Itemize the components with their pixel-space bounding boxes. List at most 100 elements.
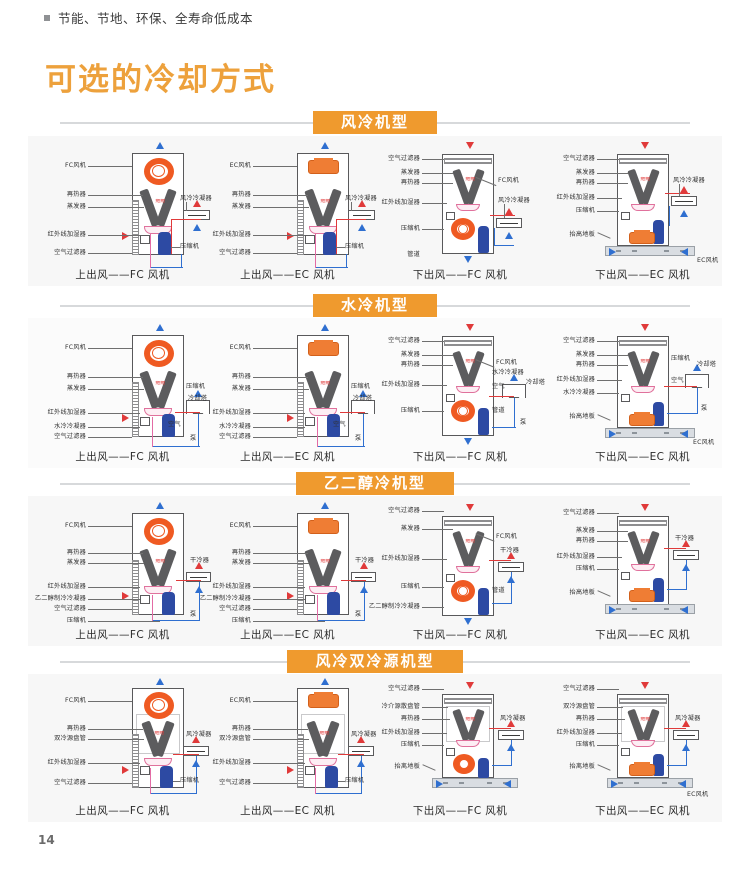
diagram-wc-top-fc: ≋≋ FC风机 再热器 蒸发器 红外线加湿器 水冷冷凝器 空气过滤器 压缩机 冷… (40, 322, 210, 464)
ec-fan-icon (629, 588, 655, 602)
fc-fan-icon (451, 400, 475, 422)
label-reheater: 再热器 (66, 373, 86, 380)
condensate-pan (456, 566, 480, 573)
air-filter-panel (132, 200, 139, 255)
diagram-gc-bot-ec: ≋≋ 空气过滤器 蒸发器 再热器 红外线加湿器 压缩机 抬高地板 干冷器 下出风… (545, 500, 740, 642)
label-air-filter: 空气过滤器 (563, 685, 595, 692)
label-compressor: 压缩机 (66, 617, 86, 624)
label-ir-humidifier: 红外线加湿器 (556, 729, 595, 736)
label-air-filter: 空气过滤器 (563, 509, 595, 516)
fc-fan-icon (144, 158, 174, 185)
floor-air-arrow-icon (679, 780, 686, 788)
diagram-wc-top-ec: ≋≋ EC风机 再热器 蒸发器 红外线加湿器 水冷冷凝器 空气过滤器 压缩机 冷… (205, 322, 375, 464)
return-air-arrow-icon (466, 324, 474, 331)
condenser-in-arrow-icon (507, 720, 515, 727)
label-ir-humidifier: 红外线加湿器 (556, 553, 595, 560)
label-reheater: 再热器 (400, 179, 420, 186)
label-reheater: 再热器 (400, 715, 420, 722)
ir-humidifier-box (305, 235, 315, 244)
label-ir-humidifier: 红外线加湿器 (556, 194, 595, 201)
label-raised-floor: 抬离地板 (394, 763, 420, 770)
caption-wc-bot-ec: 下出风——EC 风机 (595, 451, 690, 463)
label-air: 空气 (168, 421, 181, 428)
section-title-glycol: 乙二醇冷机型 (295, 471, 454, 496)
diagram-ad-bot-fc: ≋≋ 空气过滤器 冷介源散盘管 再热器 红外线加湿器 压缩机 抬离地板 风冷凝器… (370, 678, 550, 818)
condensate-pan (144, 758, 172, 766)
label-reheater: 再热器 (231, 725, 251, 732)
fc-fan-icon (144, 692, 174, 719)
label-evaporator: 蒸发器 (231, 385, 251, 392)
label-glycol-condenser: 乙二醇制冷冷凝器 (34, 595, 86, 602)
diagram-ad-bot-ec: ≋≋ 空气过滤器 双冷源盘管 再热器 红外线加湿器 压缩机 抬离地板 风冷凝器 … (545, 678, 740, 818)
label-cooling-tower: 冷却塔 (353, 395, 373, 402)
return-air-arrow-icon (641, 682, 649, 689)
liquid-line-pipe (181, 254, 183, 268)
fan-hub-icon (459, 759, 469, 769)
supply-air-arrow-icon (321, 678, 329, 685)
section-title-dual: 风冷双冷源机型 (287, 649, 463, 674)
caption-ac-top-fc: 上出风——FC 风机 (75, 269, 170, 281)
label-pump: 泵 (190, 435, 197, 442)
return-air-arrow-icon (466, 682, 474, 689)
caption-ad-top-ec: 上出风——EC 风机 (240, 805, 335, 817)
fc-fan-icon (453, 754, 475, 774)
label-ir-humidifier: 红外线加湿器 (381, 199, 420, 206)
fan-hub-icon (152, 699, 165, 711)
label-duct: 管道 (492, 407, 505, 414)
page-number: 14 (38, 833, 55, 847)
return-air-arrow-icon (466, 142, 474, 149)
drycooler-in-arrow-icon (682, 540, 690, 547)
label-air: 空气 (333, 421, 346, 428)
compressor-body (160, 766, 173, 788)
tower-air-arrow-icon (194, 390, 202, 397)
label-ir-humidifier: 红外线加湿器 (47, 409, 86, 416)
heat-squiggle-icon: ≋≋ (465, 357, 476, 365)
supply-air-arrow-icon (156, 142, 164, 149)
supply-air-arrow-icon (464, 618, 472, 625)
floor-air-arrow-icon (609, 430, 616, 438)
air-filter-panel (619, 340, 667, 346)
label-ec-fan: EC风机 (229, 162, 251, 169)
drycooler-in-arrow-icon (195, 562, 203, 569)
label-compressor: 压缩机 (400, 741, 420, 748)
label-ir-humidifier: 红外线加湿器 (212, 409, 251, 416)
air-filter-panel (619, 520, 667, 526)
label-air-filter: 空气过滤器 (563, 155, 595, 162)
cooling-tower (685, 374, 709, 388)
return-air-arrow-icon (287, 414, 294, 422)
air-filter-panel (619, 158, 667, 164)
condenser-out-arrow-icon (358, 224, 366, 231)
label-ir-humidifier: 红外线加湿器 (47, 583, 86, 590)
label-water-cooled-condenser: 水冷冷凝器 (219, 423, 251, 430)
label-air-cooled-condenser: 风冷冷凝器 (498, 197, 530, 204)
air-filter-panel (444, 698, 492, 704)
label-air-filter: 空气过滤器 (219, 433, 251, 440)
compressor-body (653, 220, 664, 244)
cooling-tower (502, 384, 526, 398)
ec-fan-icon (308, 158, 339, 174)
diagram-wc-bot-fc: ≋≋ 空气过滤器 蒸发器 再热器 红外线加湿器 压缩机 FC风机 水冷冷凝器 冷… (370, 322, 550, 464)
return-air-arrow-icon (287, 232, 294, 240)
label-dual-source-coil: 双冷源盘管 (219, 735, 251, 742)
label-pump: 泵 (190, 611, 197, 618)
liquid-line-pipe-h (150, 267, 183, 269)
heat-squiggle-icon: ≋≋ (320, 379, 331, 387)
fan-hub-icon (458, 224, 468, 234)
kicker-text: 节能、节地、环保、全寿命低成本 (58, 11, 254, 26)
diagram-wc-bot-ec: ≋≋ 空气过滤器 蒸发器 再热器 红外线加湿器 水冷冷凝器 抬高地板 压缩机 冷… (545, 322, 740, 464)
ir-humidifier-box (621, 394, 630, 402)
ec-fan-icon (308, 692, 339, 708)
return-air-arrow-icon (287, 766, 294, 774)
label-evaporator: 蒸发器 (575, 351, 595, 358)
label-dry-cooler: 干冷器 (190, 557, 210, 564)
label-ec-fan: EC风机 (693, 439, 715, 446)
condensate-pan (631, 564, 655, 571)
label-reheater: 再热器 (66, 191, 86, 198)
label-pump: 泵 (355, 435, 362, 442)
ec-fan-icon (629, 230, 655, 244)
fan-hub-icon (458, 586, 468, 596)
section-title-water-cooled: 水冷机型 (312, 293, 437, 318)
condenser-in-arrow-icon (357, 736, 365, 743)
compressor-body (158, 232, 171, 255)
label-duct: 管道 (492, 587, 505, 594)
